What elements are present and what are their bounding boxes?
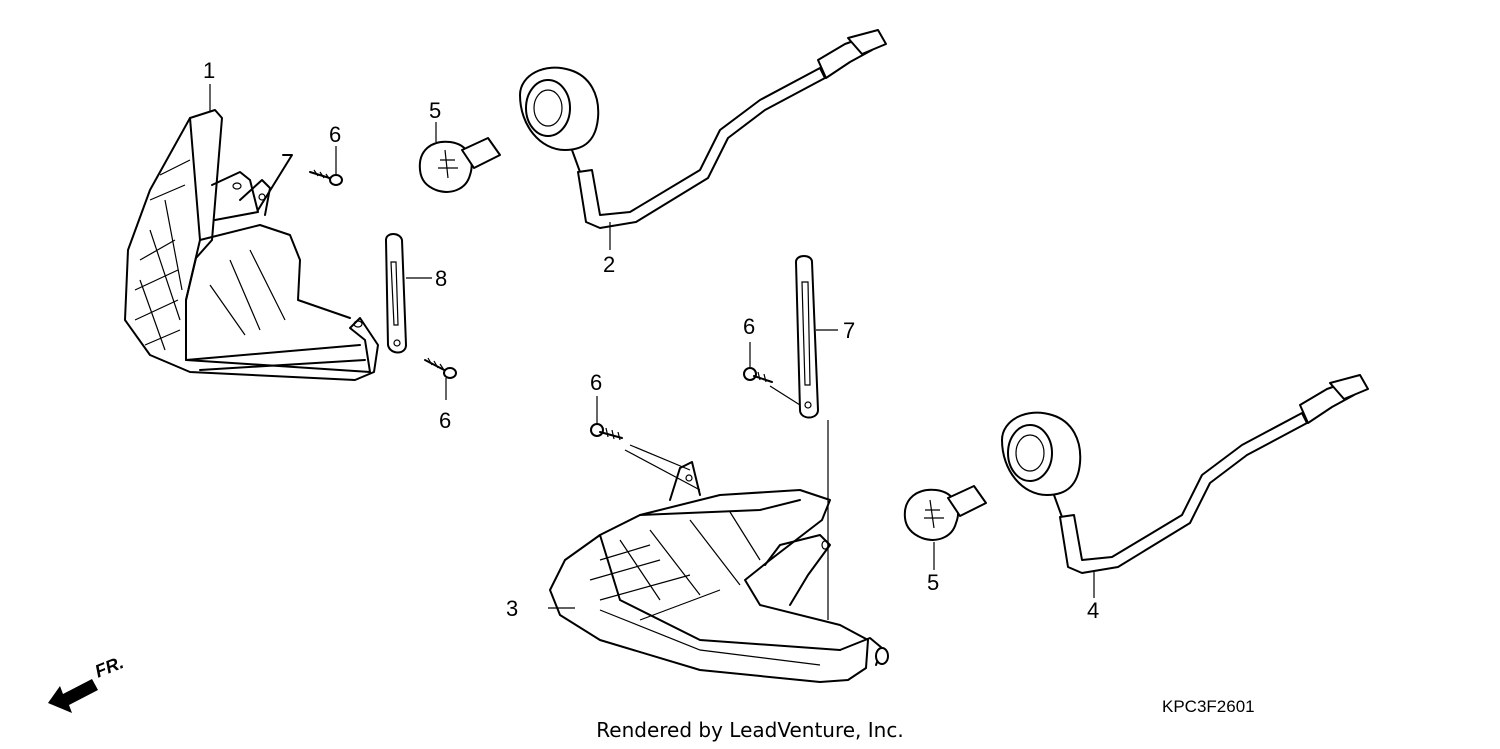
callout-3[interactable]: 3 [506, 596, 519, 621]
screw-center[interactable] [590, 423, 701, 491]
callout-6-right[interactable]: 6 [743, 314, 756, 339]
diagram-code: KPC3F2601 [1162, 697, 1255, 716]
callout-4[interactable]: 4 [1087, 598, 1100, 623]
screw-lower-left[interactable] [424, 357, 457, 379]
gasket-left[interactable] [385, 233, 407, 354]
arrow-left-down-icon [48, 679, 98, 713]
callout-5-upper[interactable]: 5 [429, 98, 442, 123]
callout-5-lower[interactable]: 5 [927, 570, 940, 595]
callout-2[interactable]: 2 [603, 252, 616, 277]
callout-6-upper-left[interactable]: 6 [329, 122, 342, 147]
gasket-right[interactable] [795, 255, 819, 419]
bulb-lower[interactable] [903, 485, 987, 541]
callout-6-center[interactable]: 6 [590, 370, 603, 395]
screw-upper-left[interactable] [309, 169, 343, 186]
socket-harness-upper[interactable] [519, 29, 887, 229]
footer-credit: Rendered by LeadVenture, Inc. [596, 718, 904, 742]
screw-right[interactable] [743, 367, 801, 406]
callout-7[interactable]: 7 [843, 318, 856, 343]
socket-harness-lower[interactable] [1001, 374, 1369, 574]
bulb-upper[interactable] [418, 137, 501, 193]
turn-signal-left-housing[interactable] [124, 109, 379, 381]
callout-1[interactable]: 1 [203, 58, 216, 83]
callout-6-lower-left[interactable]: 6 [439, 408, 452, 433]
turn-signal-right-housing[interactable] [549, 461, 889, 683]
callout-8[interactable]: 8 [435, 266, 448, 291]
